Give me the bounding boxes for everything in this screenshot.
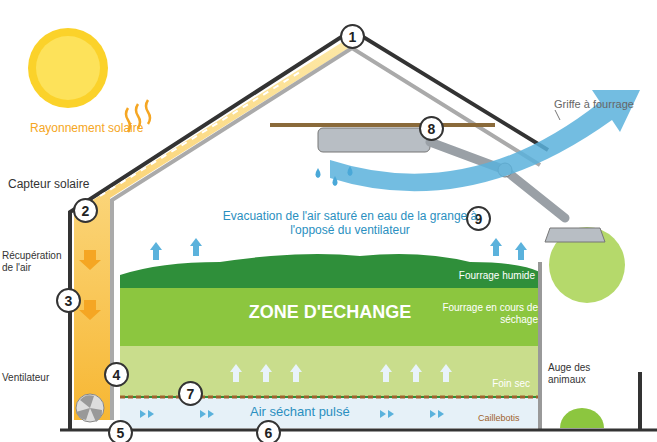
text-label: Capteur solaire	[8, 178, 118, 192]
barn-outline	[70, 30, 548, 430]
callout-number: 3	[56, 288, 81, 313]
water-drops	[316, 166, 353, 186]
callout-number: 5	[108, 420, 133, 442]
callout-number: 6	[256, 420, 281, 442]
hay-humid	[120, 254, 540, 400]
band-text: ZONE D'ECHANGE	[230, 302, 430, 323]
band-text: Fourrage humide	[440, 270, 535, 282]
callout-number: 2	[73, 198, 98, 223]
callout-number: 1	[340, 24, 365, 49]
text-label: Ventilateur	[2, 372, 72, 384]
flow-arrows	[79, 250, 101, 320]
claw-carriage	[318, 128, 430, 152]
callout-text: 8	[428, 121, 436, 137]
ground	[60, 429, 657, 432]
sun	[28, 28, 108, 108]
band-text: Fourrage en cours de séchage	[438, 302, 538, 325]
exchange-zone-band: ZONE D'ECHANGE Fourrage en cours de sécha…	[120, 288, 540, 346]
inner-lining	[112, 48, 540, 420]
callout-text: 4	[113, 367, 121, 383]
callout-number: 4	[104, 362, 129, 387]
text-label: Récupération de l'air	[2, 250, 62, 273]
text-label: Evacuation de l'air saturé en eau de la …	[215, 210, 485, 238]
callout-text: 2	[82, 203, 90, 219]
text-label: Griffe à fourrage	[554, 98, 654, 111]
rail-beam	[270, 123, 495, 127]
text-label: Rayonnement solaire	[30, 122, 170, 136]
claw	[545, 228, 605, 242]
trough-post	[638, 372, 642, 430]
callout-text: 5	[117, 425, 125, 441]
band-text: Foin sec	[420, 378, 530, 390]
callout-number: 8	[419, 116, 444, 141]
hay-drying	[120, 288, 540, 346]
hay-humid-band: Fourrage humide	[120, 266, 540, 288]
callout-number: 7	[178, 381, 203, 406]
text-label: Auge des animaux	[548, 362, 602, 385]
fan	[76, 394, 104, 422]
callout-text: 7	[187, 386, 195, 402]
trough-hay	[560, 408, 604, 428]
right-wall	[538, 262, 542, 430]
text-label: Air séchant pulsé	[250, 405, 400, 420]
dry-hay-band: Foin sec	[120, 346, 540, 396]
callout-text: 1	[349, 29, 357, 45]
callout-text: 6	[265, 425, 273, 441]
callout-text: 3	[65, 293, 73, 309]
text-label: Caillebotis	[478, 413, 540, 423]
